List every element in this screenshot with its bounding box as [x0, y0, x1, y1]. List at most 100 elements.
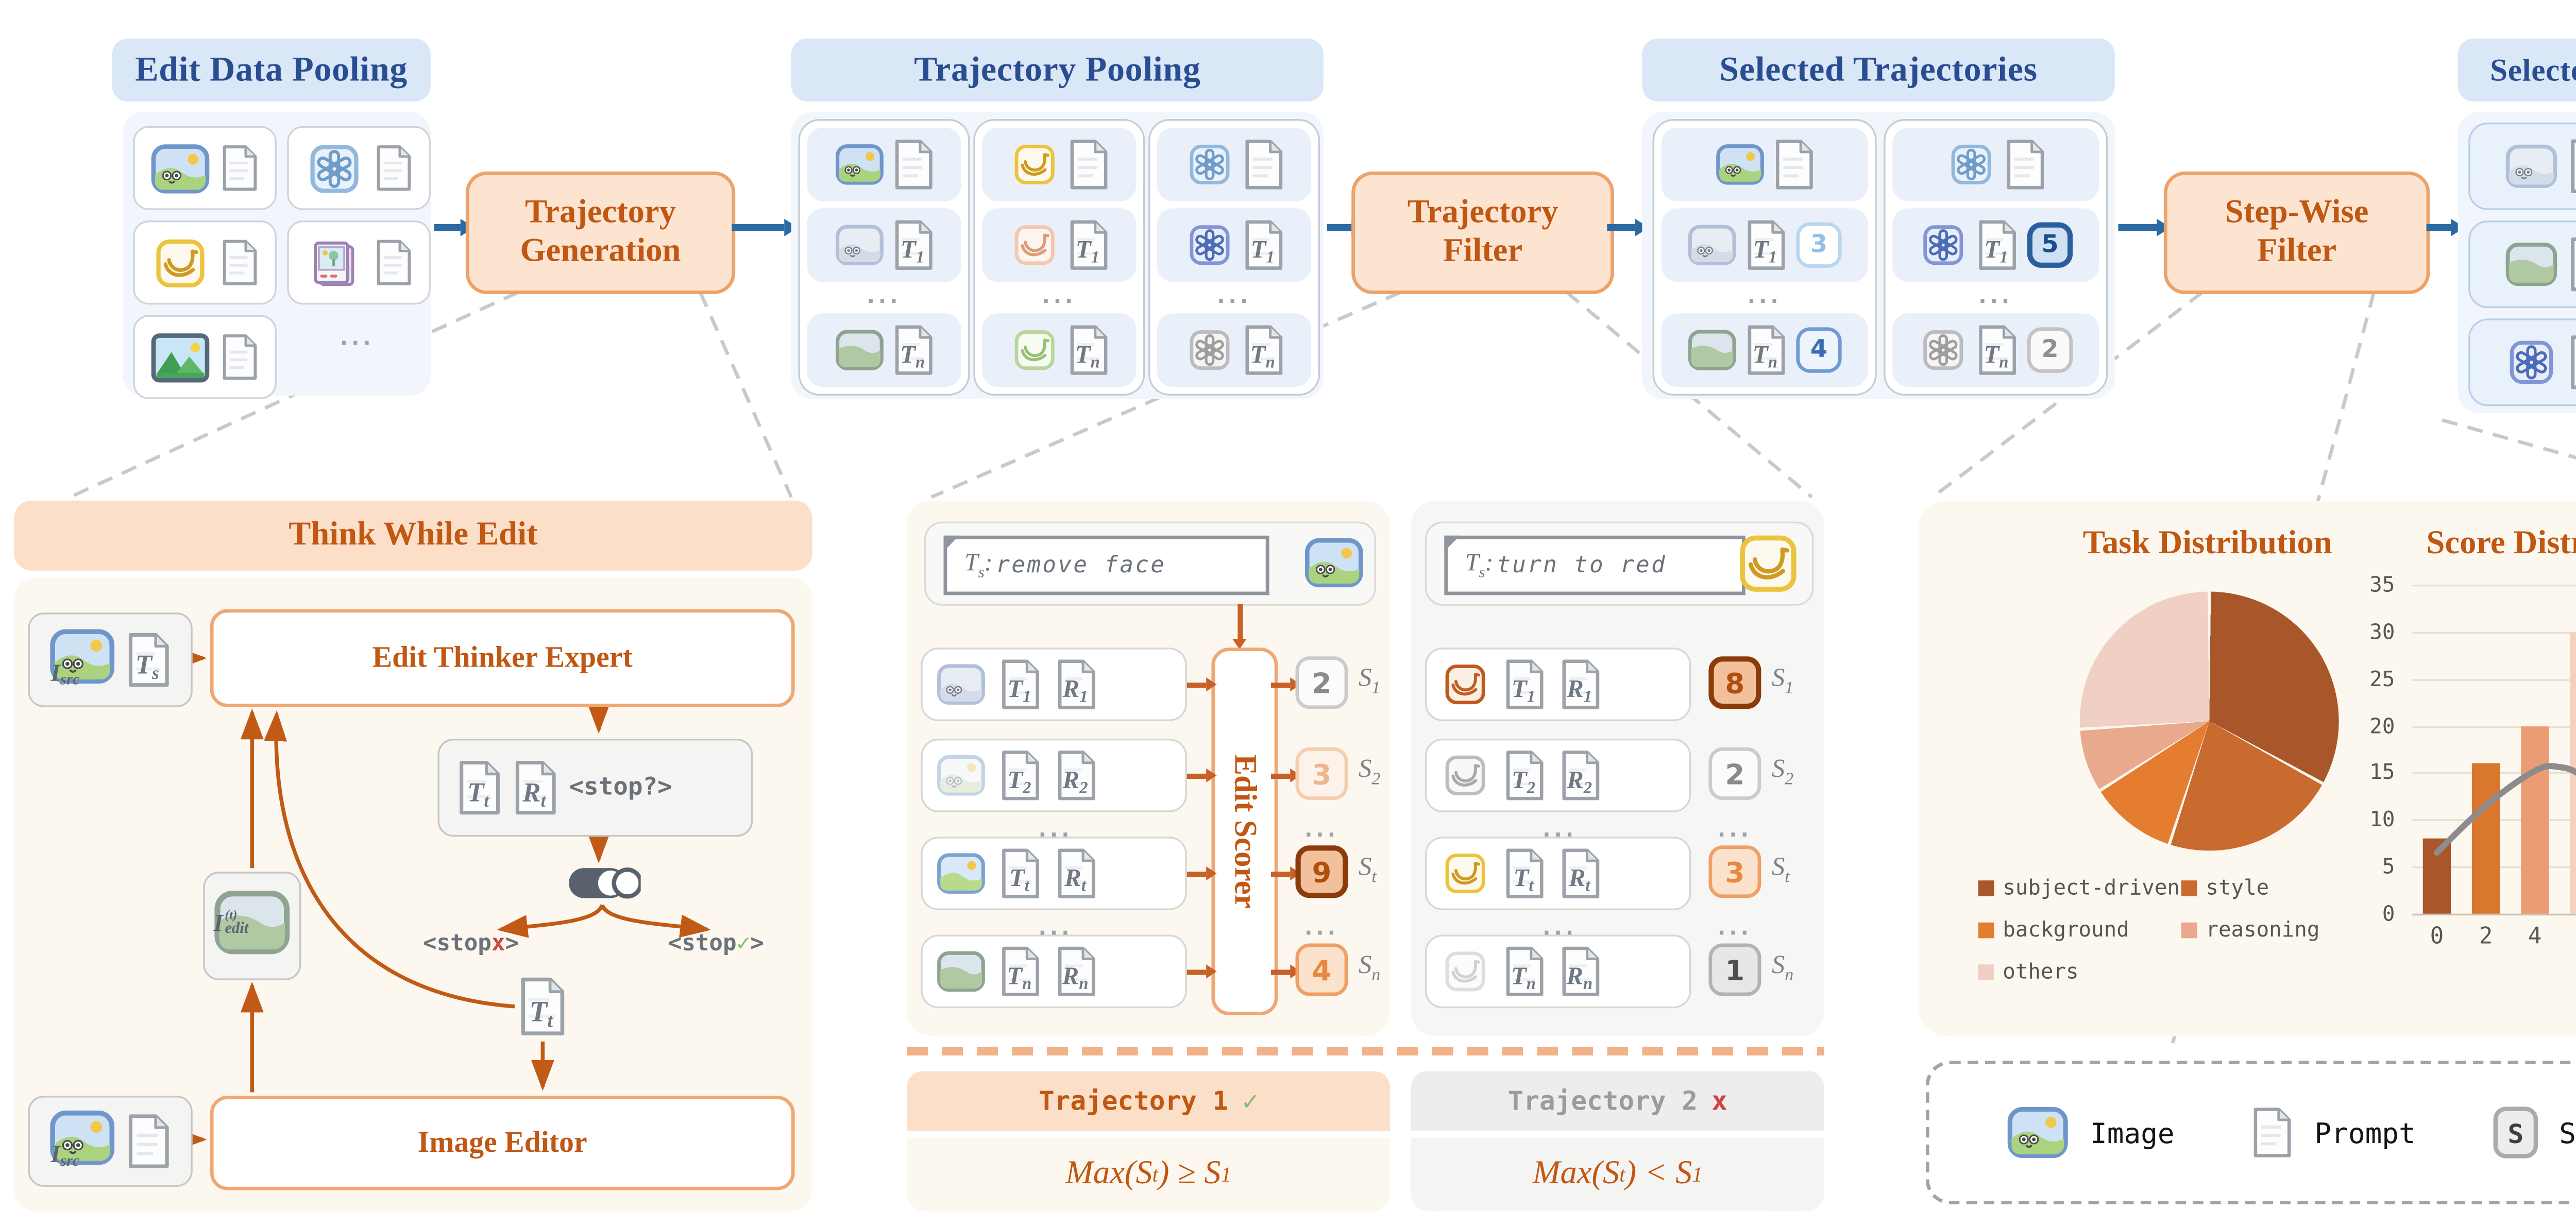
stop-query-label: <stop?> — [569, 773, 672, 802]
trajectory2-verdict: Trajectory 2 x — [1411, 1071, 1824, 1131]
trajectory-card — [982, 128, 1137, 201]
x-axis-tick: 2 — [2479, 924, 2493, 951]
banana-yellow-icon — [1441, 853, 1490, 895]
edit-data-pooling-header: Edit Data Pooling — [112, 38, 431, 102]
instruction-tag: Ts: — [964, 550, 993, 581]
image-editor-box: Image Editor — [210, 1096, 795, 1190]
thought-doc-icon: T2 — [1504, 747, 1546, 804]
check-icon: ✓ — [1242, 1085, 1259, 1117]
doc-icon — [221, 142, 259, 194]
banana-green-icon — [1009, 329, 1058, 371]
x-axis-tick: 0 — [2430, 924, 2444, 951]
doc-icon — [2251, 1104, 2294, 1161]
doc-icon: Tn — [1745, 322, 1788, 378]
y-axis-tick: 35 — [2369, 572, 2395, 597]
score-distribution-chart: 051015202530350246810 — [1919, 501, 2576, 1036]
y-axis-tick: 10 — [2369, 807, 2395, 832]
doc-icon: T1 — [1745, 217, 1788, 273]
instruction-tag: Ts: — [1465, 550, 1494, 581]
stop-no-label: <stopx> — [422, 931, 519, 958]
doc-icon — [1772, 137, 1815, 193]
doc-icon — [1242, 137, 1284, 193]
analytics-panel: Task Distribution Score Distribution sub… — [1919, 500, 2576, 1036]
banana-yellow-icon — [1009, 144, 1058, 186]
image-editor-label: Image Editor — [417, 1125, 587, 1159]
y-axis-tick: 15 — [2369, 760, 2395, 785]
trajectory-filter-line2: Filter — [1443, 232, 1523, 270]
landscape-face-icon — [49, 627, 115, 692]
svg-text:S: S — [2507, 1119, 2523, 1150]
reason-doc-icon: Rt — [1560, 845, 1602, 901]
thought-doc-icon: Tt — [1504, 845, 1546, 901]
bar-plot-area — [2412, 585, 2576, 916]
stop-toggle-icon — [567, 865, 641, 901]
selected-steps-panel: T13Tn4T15 — [2458, 112, 2576, 413]
score-variable-label: S2 — [1771, 756, 1794, 790]
score-badge: 4 — [1295, 943, 1348, 996]
score-badge: 8 — [1708, 656, 1761, 709]
trajectory-card — [1661, 128, 1868, 201]
trajectory-generation-line1: Trajectory — [525, 193, 676, 231]
legend-swatch — [2181, 922, 2197, 938]
score-badge: 3 — [1295, 747, 1348, 800]
legend-label: style — [2206, 875, 2269, 900]
reason-doc-icon: Rn — [1560, 944, 1602, 1000]
trajectory-filter-line1: Trajectory — [1407, 193, 1558, 231]
stepwise-filter-box: Step-Wise Filter — [2163, 172, 2430, 294]
arrow-row-to-scorer — [1187, 872, 1207, 876]
data-pair-card — [287, 126, 431, 210]
task-distribution-pie — [2079, 591, 2339, 851]
openai-icon — [1184, 144, 1233, 186]
thinker-output-box: Tt Rt <stop?> — [437, 738, 753, 837]
stepwise-filter-line2: Filter — [2257, 232, 2337, 270]
selected-step-card: T13 — [2468, 122, 2576, 210]
think-while-edit-header: Think While Edit — [14, 500, 812, 571]
ellipsis: ... — [1217, 283, 1252, 309]
trajectory-generation-box: Trajectory Generation — [465, 172, 736, 294]
edit-thinker-expert-label: Edit Thinker Expert — [372, 640, 633, 674]
arrow-pool-to-generation — [434, 224, 461, 230]
trajectory-filter-box: Trajectory Filter — [1351, 172, 1614, 294]
banana-salmon-icon — [1009, 224, 1058, 266]
legend-swatch — [1978, 922, 1994, 938]
data-pair-card — [133, 220, 277, 305]
reason-doc-icon: R2 — [1560, 747, 1602, 804]
instruction-container: Ts: remove face — [924, 521, 1376, 606]
landscape-face-icon — [834, 144, 883, 186]
dashed-divider — [907, 1046, 1824, 1055]
edited-image-box: I(t)edit — [203, 872, 301, 980]
score-distribution-title: Score Distribution — [2426, 525, 2576, 562]
openai-blue-icon — [2505, 339, 2557, 385]
landscape-faded-icon — [2505, 144, 2557, 189]
photo-stack-icon — [304, 237, 364, 288]
legend-item-label: Score — [2559, 1116, 2576, 1149]
score-badge: 3 — [1708, 845, 1761, 898]
score-variable-label: S1 — [1358, 665, 1381, 699]
reason-doc-icon: Rn — [1056, 944, 1098, 1000]
cross-icon: x — [1711, 1085, 1727, 1117]
ellipsis: ... — [1038, 915, 1073, 940]
arrow-row-to-scorer — [1187, 969, 1207, 974]
openai-icon — [304, 143, 364, 194]
svg-text:Tn: Tn — [1249, 340, 1274, 372]
score-badge: 1 — [1708, 943, 1761, 996]
legend-swatch — [1978, 963, 1994, 980]
legend-swatch — [1978, 879, 1994, 896]
ellipsis: ... — [1042, 283, 1077, 309]
edit-scorer-label: Edit Scorer — [1228, 754, 1263, 909]
doc-icon: T1 — [2568, 137, 2576, 196]
pie-legend-item: others — [1978, 959, 2079, 984]
score-variable-label: Sn — [1358, 952, 1381, 986]
